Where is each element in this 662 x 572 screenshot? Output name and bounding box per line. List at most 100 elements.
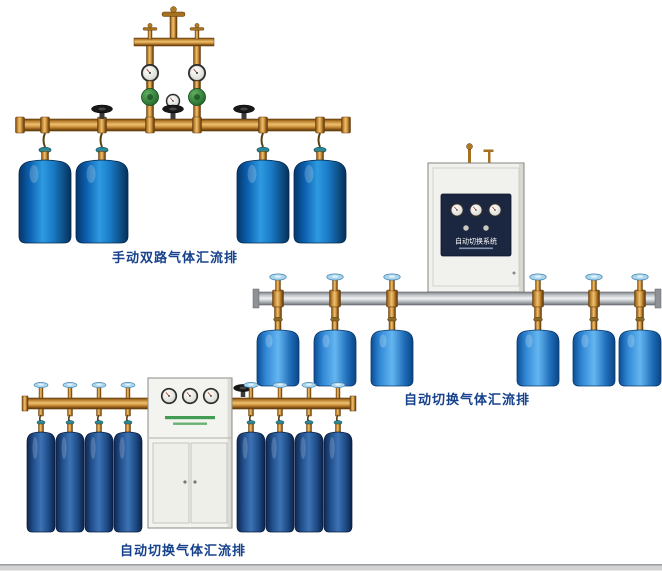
gas-cylinder <box>618 316 662 387</box>
figure-manual-dual-manifold <box>15 6 351 244</box>
cabinet-door-left <box>152 442 190 524</box>
gas-cylinder <box>265 420 295 533</box>
door-handle <box>193 480 197 484</box>
gas-cylinder <box>55 420 85 533</box>
cabinet-gauge-icon <box>160 387 178 405</box>
gas-cylinder <box>323 420 353 533</box>
gas-cylinder <box>84 420 114 533</box>
gas-cylinder <box>75 146 129 244</box>
gas-cylinder <box>516 316 560 387</box>
blue-handwheel-icon <box>529 273 547 281</box>
gas-cylinder <box>572 316 616 387</box>
cabinet-top-pipe <box>488 152 491 163</box>
photo-bottom-edge <box>0 564 662 566</box>
shutoff-valve-icon <box>189 23 205 40</box>
panel-title: 自动切换系统 <box>455 237 497 246</box>
main-manifold-pipe <box>15 118 351 132</box>
pipe-coupling <box>97 116 107 134</box>
connection-hose <box>99 132 103 148</box>
gas-cylinder <box>113 420 143 533</box>
blue-handwheel-icon <box>91 381 107 389</box>
blue-handwheel-icon <box>269 273 287 281</box>
cylinder-station <box>55 381 85 533</box>
cabinet-side-shade <box>519 164 524 291</box>
connection-hose <box>260 132 264 148</box>
black-handwheel-valve <box>162 104 184 120</box>
blue-handwheel-icon <box>62 381 78 389</box>
black-handwheel-valve <box>91 104 113 120</box>
figure-auto-switch-manifold-right: 自动切换系统 <box>252 143 662 387</box>
pipe-coupling <box>145 116 155 134</box>
pressure-gauge-icon <box>187 63 207 83</box>
cylinder-station <box>256 273 300 387</box>
gas-cylinder <box>236 420 266 533</box>
cabinet-lock <box>512 271 516 275</box>
cabinet-inner-frame <box>432 167 520 287</box>
cabinet-top-valve-handle <box>483 149 494 152</box>
blue-handwheel-icon <box>383 273 401 281</box>
door-handle <box>183 480 187 484</box>
panel-gauge-icon <box>449 202 465 218</box>
cylinder-station <box>323 381 353 533</box>
gas-cylinder <box>26 420 56 533</box>
cylinder-station <box>236 381 266 533</box>
cabinet-top-pipe <box>468 149 471 163</box>
header-pipe <box>133 37 215 47</box>
bar-end-cap <box>252 288 260 309</box>
cabinet-door-right <box>190 442 228 524</box>
pipe-end-cap <box>341 116 351 134</box>
blue-handwheel-icon <box>631 273 649 281</box>
cylinder-station <box>370 273 414 387</box>
photo-bottom-strip <box>0 565 662 571</box>
cylinder-station <box>84 381 114 533</box>
cabinet-label-line <box>173 422 207 425</box>
cabinet-label-line <box>165 416 215 420</box>
cabinet-side-shade <box>227 379 232 527</box>
panel-gauge-icon <box>487 202 503 218</box>
panel-gauge-icon <box>468 202 484 218</box>
cylinder-station <box>572 273 616 387</box>
blue-handwheel-icon <box>326 273 344 281</box>
caption-auto-switch-bottom: 自动切换气体汇流排 <box>120 543 247 558</box>
cabinet-top-valve <box>466 143 473 150</box>
panel-knob <box>483 224 490 231</box>
gas-cylinder <box>294 420 324 533</box>
gas-cylinder <box>313 316 357 387</box>
blue-handwheel-icon <box>33 381 49 389</box>
connection-hose <box>42 132 46 148</box>
connection-hose <box>317 132 321 148</box>
caption-auto-switch-right: 自动切换气体汇流排 <box>404 392 531 407</box>
gas-cylinder <box>370 316 414 387</box>
gas-cylinder <box>293 146 347 244</box>
pressure-gauge-icon <box>140 63 160 83</box>
blue-handwheel-icon <box>585 273 603 281</box>
regulator <box>188 80 206 106</box>
pipe-coupling <box>192 116 202 134</box>
gas-cylinder <box>256 316 300 387</box>
shutoff-valve-icon <box>142 23 158 40</box>
pipe-coupling <box>40 116 50 134</box>
black-handwheel-valve <box>233 104 255 120</box>
pipe-end-cap <box>15 116 25 134</box>
cylinder-station <box>618 273 662 387</box>
cylinder-station <box>26 381 56 533</box>
blue-handwheel-icon <box>120 381 136 389</box>
cylinder-station <box>113 381 143 533</box>
figure-auto-switch-manifold-bottom <box>21 377 357 533</box>
panel-knob <box>463 224 470 231</box>
cylinder-station <box>516 273 560 387</box>
center-riser-pipe <box>169 15 178 41</box>
cabinet-gauge-icon <box>202 387 220 405</box>
pipe-end-cap <box>349 395 357 412</box>
cylinder-station <box>265 381 295 533</box>
pipe-coupling <box>315 116 325 134</box>
cylinder-station <box>294 381 324 533</box>
blue-handwheel-icon <box>272 381 288 389</box>
gas-cylinder <box>18 146 72 244</box>
gas-cylinder <box>236 146 290 244</box>
pipe-end-cap <box>21 395 29 412</box>
cylinder-station <box>313 273 357 387</box>
top-valve-knob <box>170 6 177 13</box>
